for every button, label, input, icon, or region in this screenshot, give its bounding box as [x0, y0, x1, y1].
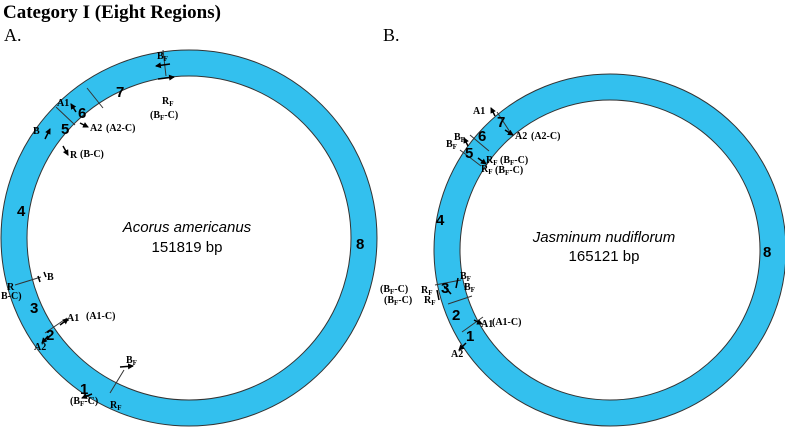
region-5-label-a: 5 — [61, 121, 69, 138]
region-6-label-b: 6 — [478, 128, 486, 145]
primer-a1-top-a: A1 — [57, 98, 69, 109]
primer-a2-low-a: A2 — [34, 342, 46, 353]
primer-bc-upper-a: (B-C) — [80, 149, 104, 160]
primer-a1c-low-a: (A1-C) — [86, 311, 115, 322]
panel-label-a: A. — [4, 25, 22, 45]
region-7-label-b: 7 — [497, 114, 505, 131]
primer-bf-top-a: BF — [157, 51, 168, 63]
genome-map-b: 1 2 3 4 5 6 7 8 Jasminum nudiflorum 1651… — [380, 73, 785, 427]
region-8-label-b: 8 — [763, 244, 771, 261]
primer-bf-bot-a: BF — [126, 355, 137, 367]
primer-bf4-b: BF — [464, 282, 475, 294]
primer-bf1-b: BF — [454, 132, 465, 144]
primer-arrows-a — [37, 62, 175, 399]
primer-a1-top-b: A1 — [473, 106, 485, 117]
region-6-label-a: 6 — [78, 105, 86, 122]
species-name-b: Jasminum nudiflorum — [532, 229, 676, 246]
genome-size-b: 165121 bp — [569, 248, 640, 265]
genome-ring-fill-b — [434, 74, 785, 426]
primer-labels-a: BF RF (BF-C) A1 A2 (A2-C) B R (B-C) B R … — [1, 51, 178, 412]
primer-bf2-b: BF — [446, 139, 457, 151]
primer-rf-bot-a: RF — [110, 400, 122, 412]
region-5-label-b: 5 — [465, 145, 473, 162]
species-name-a: Acorus americanus — [122, 219, 252, 236]
primer-bf3-b: BF — [460, 271, 471, 283]
region-7-label-a: 7 — [116, 84, 124, 101]
region-1-label-b: 1 — [466, 328, 474, 345]
region-4-label-b: 4 — [436, 212, 445, 229]
primer-rf-top-a: RF — [162, 96, 174, 108]
genome-ring-fill-a — [1, 50, 377, 426]
primer-a2-top-b: A2 — [515, 131, 527, 142]
region-3-label-b: 3 — [441, 280, 449, 297]
primer-bfc4-b: (BF-C) — [384, 295, 412, 307]
primer-a1c-low-b: (A1-C) — [492, 317, 521, 328]
region-3-label-a: 3 — [30, 300, 38, 317]
region-2-label-a: 2 — [46, 327, 54, 344]
primer-b-upper-a: B — [33, 126, 40, 137]
primer-arrows-b — [436, 107, 514, 351]
primer-a2-top-a: A2 — [90, 123, 102, 134]
region-8-label-a: 8 — [356, 236, 364, 253]
region-4-label-a: 4 — [17, 203, 26, 220]
primer-a1-low-a: A1 — [67, 313, 79, 324]
genome-size-a: 151819 bp — [152, 239, 223, 256]
primer-bfc-bot-a: (BF-C) — [70, 396, 98, 408]
primer-bfc-top-a: (BF-C) — [150, 110, 178, 122]
primer-a1-low-b: A1 — [481, 319, 493, 330]
primer-labels-b: A1 A2 (A2-C) BF BF RF RF (BF-C) (BF-C) (… — [380, 106, 560, 360]
region-boundaries-b — [434, 111, 511, 333]
primer-rf3-b: RF — [421, 285, 433, 297]
primer-b-mid-a: B — [47, 272, 54, 283]
panel-label-b: B. — [383, 25, 400, 45]
primer-r-upper-a: R — [70, 150, 78, 161]
primer-bfc3-b: (BF-C) — [380, 284, 408, 296]
primer-bc-mid-a: B-C) — [1, 291, 22, 302]
primer-rf2-b: RF — [481, 164, 493, 176]
figure-title: Category I (Eight Regions) — [3, 2, 221, 23]
region-2-label-b: 2 — [452, 307, 460, 324]
primer-bfc2-b: (BF-C) — [495, 165, 523, 177]
primer-bfc1-b: (BF-C) — [500, 155, 528, 167]
primer-r-mid-a: R — [7, 282, 15, 293]
primer-rf1-b: RF — [486, 155, 498, 167]
primer-a2c-top-a: (A2-C) — [106, 123, 135, 134]
primer-a2c-top-b: (A2-C) — [531, 131, 560, 142]
primer-rf4-b: RF — [424, 295, 436, 307]
primer-a2-low-b: A2 — [451, 349, 463, 360]
genome-map-a: 1 2 3 4 5 6 7 8 Acorus americanus 151819… — [0, 49, 378, 427]
region-1-label-a: 1 — [80, 381, 88, 398]
